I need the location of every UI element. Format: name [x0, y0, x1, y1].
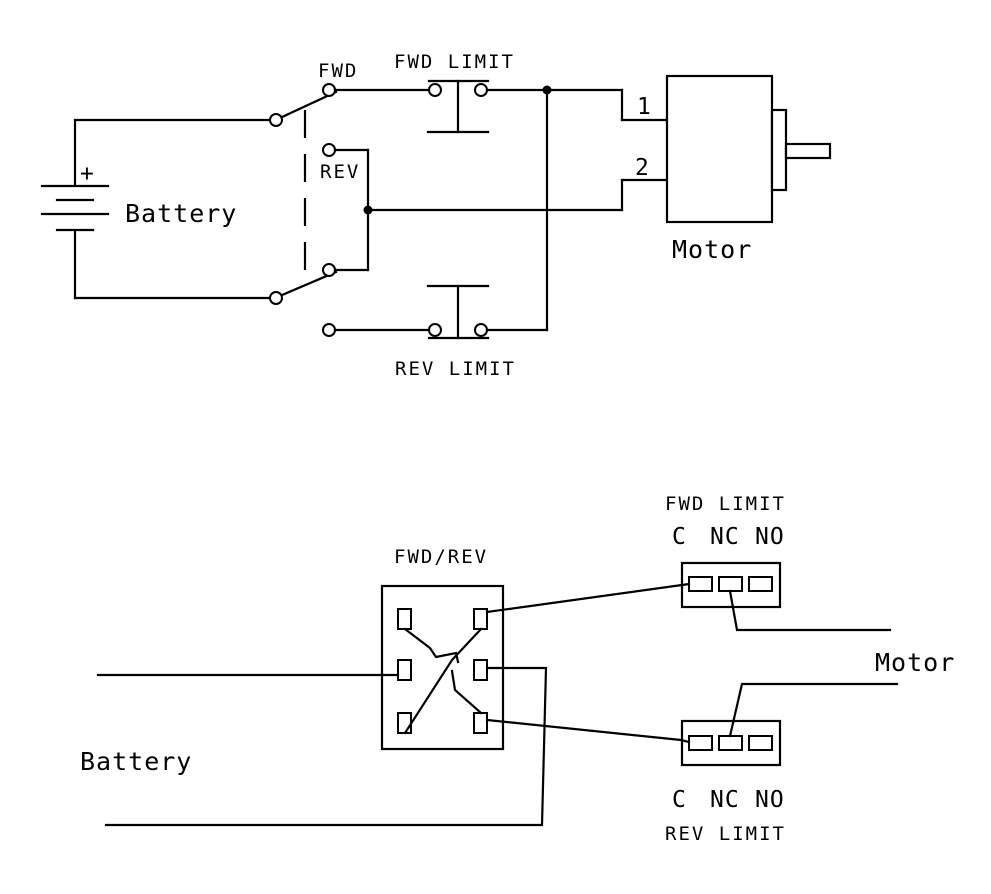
fwd-limit-block-label: FWD LIMIT [665, 493, 786, 515]
motor-symbol [665, 74, 832, 224]
battery-label: Battery [125, 199, 237, 228]
rev-limit-label: REV LIMIT [395, 358, 516, 380]
motor-label: Motor [672, 235, 752, 264]
fwd-limit-pin-no: NO [755, 524, 785, 550]
motor-pin-1-label: 1 [637, 94, 652, 120]
rev-limit-switch-symbol [333, 284, 549, 340]
rev-limit-pin-no: NO [755, 787, 785, 813]
fwd-limit-switch-symbol [333, 79, 624, 134]
fwd-rev-switch-body [380, 584, 505, 751]
fwd-rev-switch-label: FWD/REV [394, 546, 488, 568]
motor-wiring-label: Motor [875, 648, 955, 677]
schematic: + Battery FWD REV [40, 51, 832, 380]
rev-limit-block-label: REV LIMIT [665, 823, 786, 845]
fwd-limit-pin-c: C [672, 524, 687, 550]
fwd-limit-pin-nc: NC [710, 524, 740, 550]
rev-label: REV [320, 161, 360, 183]
battery-wiring-label: Battery [80, 747, 192, 776]
motor-pin-2-label: 2 [635, 155, 650, 181]
fwd-label: FWD [318, 60, 358, 82]
junction-dot [542, 85, 552, 95]
battery-plus-label: + [80, 161, 95, 187]
junction-dot [363, 205, 373, 215]
rev-limit-pin-c: C [672, 787, 687, 813]
battery-symbol [40, 118, 272, 300]
rev-limit-pin-nc: NC [710, 787, 740, 813]
fwd-limit-label: FWD LIMIT [394, 51, 515, 73]
wiring-layout: FWD/REV Battery FWD LIMIT C NC NO C NC N… [80, 493, 955, 845]
dpdt-switch [269, 83, 370, 337]
